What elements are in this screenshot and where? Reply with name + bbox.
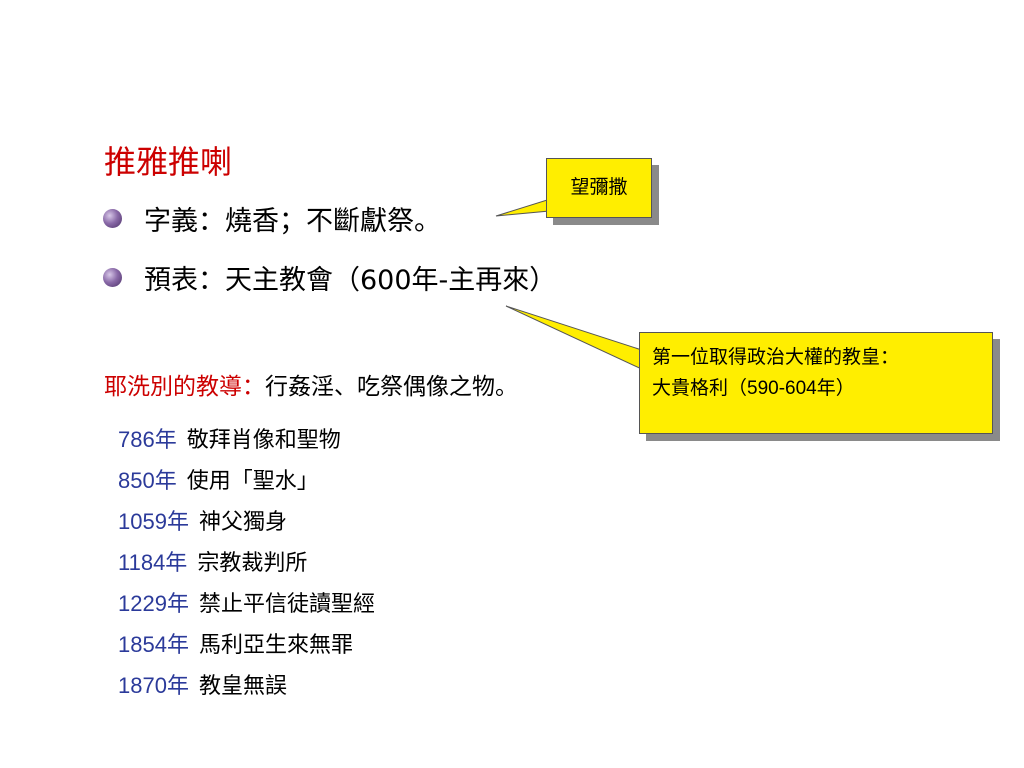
timeline-event: 宗教裁判所 <box>197 551 308 576</box>
teaching-label: 耶洗別的教導： <box>104 374 265 400</box>
bullet-typology: 預表：天主教會（600年-主再來） <box>103 262 556 300</box>
bullet-ball-icon <box>103 268 122 287</box>
callout2-pointer <box>505 305 649 373</box>
timeline-row: 786年敬拜肖像和聖物 <box>118 424 341 457</box>
bullet-text: 預表：天主教會（600年-主再來） <box>144 265 557 296</box>
timeline-year: 1229年 <box>118 591 189 616</box>
bullet-meaning: 字義：燒香；不斷獻祭。 <box>103 203 441 241</box>
timeline-row: 1184年宗教裁判所 <box>118 547 307 580</box>
timeline-row: 850年使用「聖水」 <box>118 465 319 498</box>
callout-pope-line2: 大貴格利（590-604年） <box>652 378 855 399</box>
jezebel-teaching: 耶洗別的教導：行姦淫、吃祭偶像之物。 <box>104 370 518 404</box>
bullet-ball-icon <box>103 209 122 228</box>
timeline-row: 1854年馬利亞生來無罪 <box>118 629 353 662</box>
slide-title: 推雅推喇 <box>104 143 233 181</box>
timeline-event: 教皇無誤 <box>198 674 287 699</box>
timeline-year: 1184年 <box>118 550 188 575</box>
timeline-event: 敬拜肖像和聖物 <box>186 428 341 453</box>
timeline-row: 1059年神父獨身 <box>118 506 287 539</box>
callout-mass-text: 望彌撒 <box>570 176 628 198</box>
teaching-text: 行姦淫、吃祭偶像之物。 <box>265 374 518 400</box>
timeline-year: 850年 <box>118 468 177 493</box>
timeline-event: 馬利亞生來無罪 <box>198 633 353 658</box>
timeline-event: 使用「聖水」 <box>186 469 319 494</box>
timeline-row: 1870年教皇無誤 <box>118 670 287 703</box>
timeline-year: 786年 <box>118 427 177 452</box>
callout-mass: 望彌撒 <box>546 158 652 218</box>
bullet-text: 字義：燒香；不斷獻祭。 <box>144 206 441 237</box>
timeline-year: 1870年 <box>118 673 189 698</box>
timeline-event: 禁止平信徒讀聖經 <box>198 592 375 617</box>
timeline-year: 1059年 <box>118 509 189 534</box>
timeline-year: 1854年 <box>118 632 189 657</box>
timeline-row: 1229年禁止平信徒讀聖經 <box>118 588 375 621</box>
callout-pope-line1: 第一位取得政治大權的教皇： <box>652 346 900 368</box>
callout-pope: 第一位取得政治大權的教皇： 大貴格利（590-604年） <box>639 332 993 434</box>
timeline-event: 神父獨身 <box>198 510 287 535</box>
